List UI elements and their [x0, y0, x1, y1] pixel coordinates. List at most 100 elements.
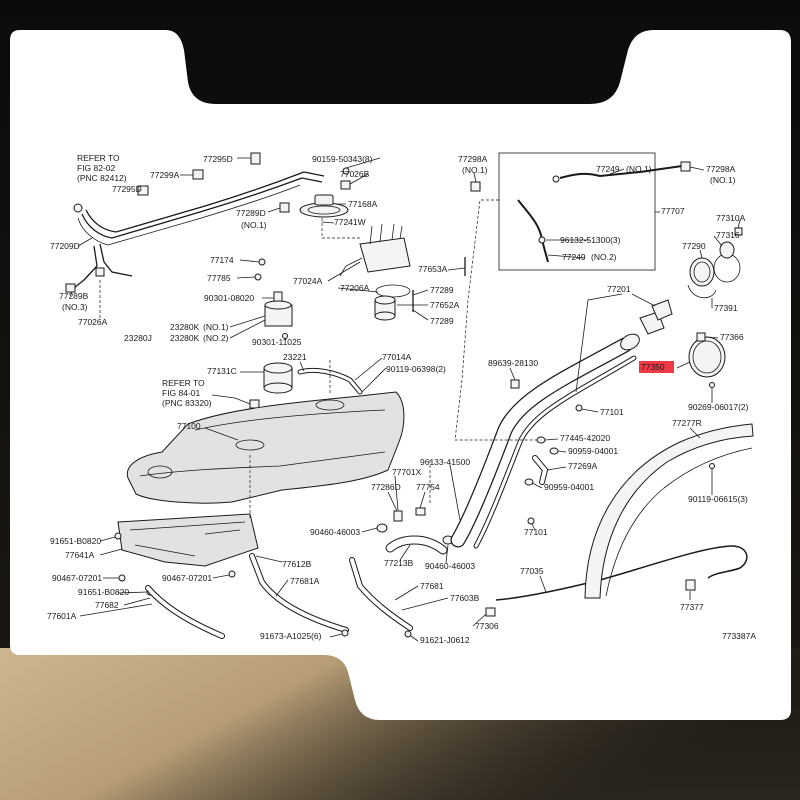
harness-connector: [249, 399, 260, 409]
part-number-label: 77289D: [236, 208, 266, 218]
pipe-clamp: [65, 283, 76, 293]
part-number-label: 77316: [716, 230, 740, 240]
fuel-line-branch: [73, 245, 98, 289]
cross-reference-note: REFER TO FIG 82-02 (PNC 82412): [77, 153, 127, 183]
part-qualifier-note: (NO.3): [62, 302, 88, 312]
sender-gauge-ring-inner: [307, 205, 341, 215]
part-number-label: 77209D: [50, 241, 80, 251]
filler-pipe-inner: [451, 338, 632, 547]
bolt: [575, 404, 583, 412]
part-number-label: 90467-07201: [52, 573, 102, 583]
part-number-label: 89639-28130: [488, 358, 538, 368]
part-number-label: 77603B: [450, 593, 480, 603]
part-number-label: 91651-B0820: [50, 536, 101, 546]
parts-illustration: [65, 152, 754, 642]
part-number-label: 90301-08020: [204, 293, 254, 303]
part-number-label: 23280K: [170, 333, 200, 343]
cable-clip: [685, 579, 696, 591]
reference-line: (PNC 83320): [162, 398, 212, 408]
reference-line: (PNC 82412): [77, 173, 127, 183]
diagram-id: 773387A: [722, 631, 756, 641]
pump-tubes: [369, 223, 403, 245]
part-number-label: 77785: [207, 273, 231, 283]
pipe-clamp: [340, 180, 351, 190]
part-number-label: 77035: [520, 566, 544, 576]
tank-strap-inner: [350, 558, 412, 630]
pipe-clamp: [250, 152, 261, 165]
part-number-label: 77653A: [418, 264, 448, 274]
part-number-label: 77100: [177, 421, 201, 431]
part-number-label: 77213B: [384, 558, 414, 568]
part-number-label: 90467-07201: [162, 573, 212, 583]
fuel-line-pipe: [77, 184, 301, 246]
fuel-tank-contour: [194, 409, 386, 431]
fuel-tank-opening: [315, 399, 345, 411]
part-number-label: 77298A: [458, 154, 488, 164]
tank-hose-inner: [298, 368, 362, 394]
part-number-label: 77026B: [340, 169, 370, 179]
filler-clip: [734, 227, 743, 236]
part-qualifier-note: (NO.2): [591, 252, 617, 262]
part-number-label: 77391: [714, 303, 738, 313]
filler-hose-inner: [386, 536, 447, 554]
vent-pipe: [559, 165, 683, 179]
pipe-connector: [73, 203, 83, 213]
breather-tube-inner: [474, 356, 636, 548]
reference-line: REFER TO: [162, 378, 205, 388]
fuel-tank: [126, 391, 405, 504]
part-callouts: 77295D 77299A 77295D 77289D (NO.1) 77209…: [47, 154, 749, 645]
part-number-label: 77701X: [392, 467, 422, 477]
pipe-clamp: [470, 181, 481, 192]
part-number-label: 77295D: [203, 154, 233, 164]
part-number-label: 90119-06615(3): [688, 494, 748, 504]
hose-clamp: [524, 478, 534, 486]
reference-line: FIG 84-01: [162, 388, 201, 398]
pipe-clamp: [137, 185, 149, 196]
part-number-label: 77310A: [716, 213, 746, 223]
part-number-label: 77174: [210, 255, 234, 265]
filler-seal-inner: [693, 261, 711, 283]
part-number-label: 90959-04001: [544, 482, 594, 492]
fuel-line-pipe: [81, 177, 323, 239]
bolt: [404, 630, 412, 638]
white-panel: [10, 30, 791, 720]
part-number-label: 77101: [600, 407, 624, 417]
skid-plate-rib: [129, 521, 246, 557]
bolt: [228, 570, 236, 578]
part-number-label: 77249: [596, 164, 620, 174]
fuel-door-inner: [692, 340, 722, 374]
bolt: [709, 463, 715, 469]
pump-gasket: [375, 284, 411, 298]
reference-leader: [211, 394, 251, 405]
fuel-tank-sump: [147, 465, 173, 479]
part-number-label: 91673-A1025(6): [260, 631, 322, 641]
fuel-line-branch: [99, 243, 133, 277]
vent-pipe-group-box: [498, 152, 656, 271]
part-number-label: 77131C: [207, 366, 237, 376]
part-number-label: 77286D: [371, 482, 401, 492]
part-number-label: 77024A: [293, 276, 323, 286]
fuel-filter-bottom: [374, 311, 396, 321]
leader-line: [69, 157, 741, 642]
part-number-label: 77277R: [672, 418, 702, 428]
part-number-label: 90460-46003: [310, 527, 360, 537]
fuel-lid-cable: [495, 545, 748, 601]
pipe-clip: [552, 175, 560, 183]
part-number-label: 90301-11025: [252, 337, 302, 347]
hose-clamp: [536, 436, 546, 444]
fuel-pump-module: [359, 237, 411, 273]
fuel-sender-cylinder-top: [263, 362, 293, 374]
part-number-label: 77290: [682, 241, 706, 251]
part-number-label: 91621-J0612: [420, 635, 470, 645]
part-number-label: 90159-50343(8): [312, 154, 373, 164]
cable-clip: [485, 607, 496, 617]
tank-strap-inner: [250, 554, 348, 632]
part-number-label: 77612B: [282, 559, 312, 569]
highlighted-part-label: 77350: [641, 362, 665, 372]
hose-clamp: [549, 447, 559, 455]
pipe-clamp: [279, 202, 290, 213]
part-number-label: 77289B: [59, 291, 89, 301]
part-number-label: 23280J: [124, 333, 152, 343]
dashed-leader: [454, 199, 540, 441]
